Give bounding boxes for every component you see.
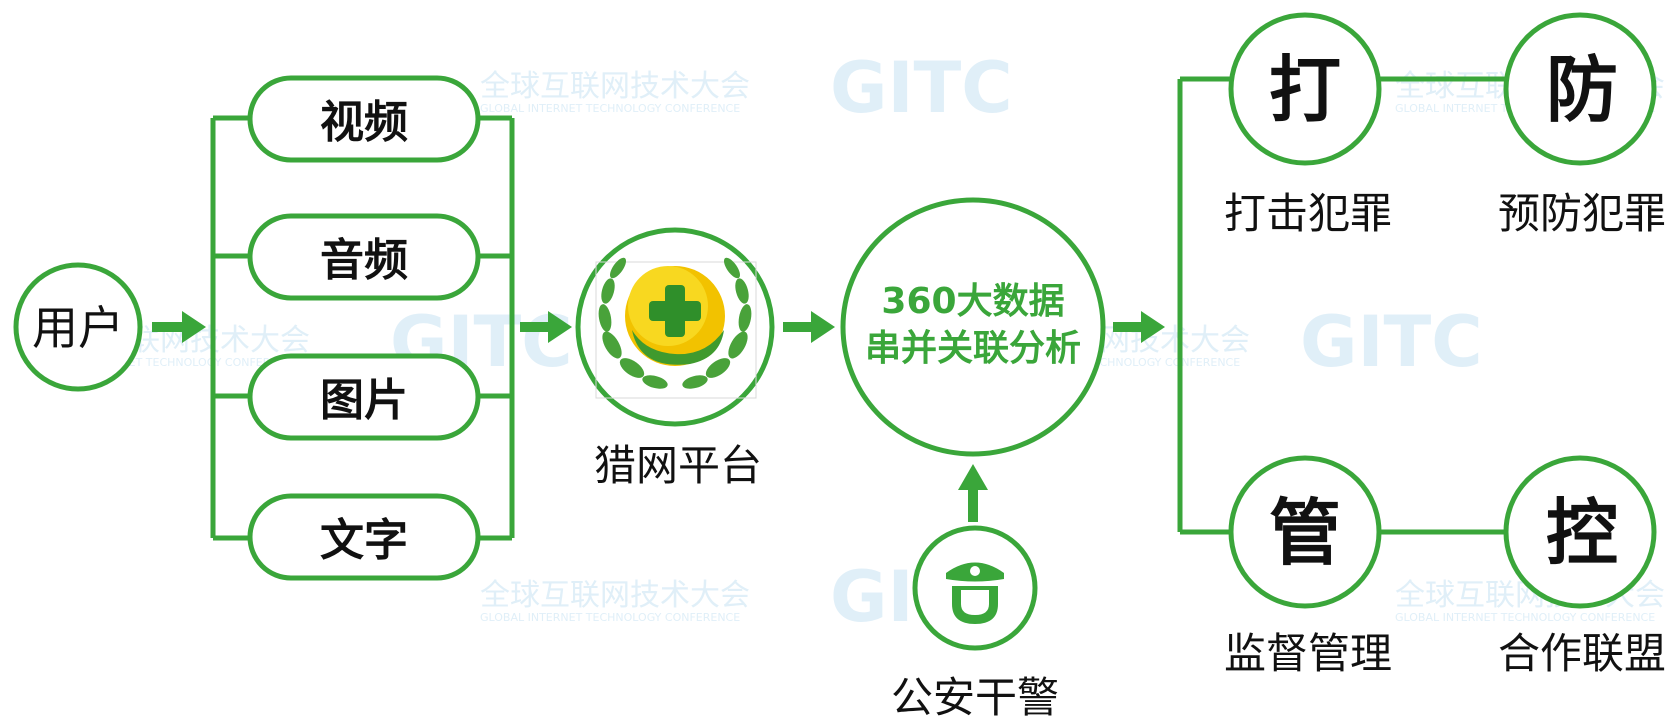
user-circle: [13, 262, 143, 392]
watermark-text: 全球互联网技术大会: [480, 578, 750, 613]
watermark-subtext: GLOBAL INTERNET TECHNOLOGY CONFERENCE: [480, 611, 740, 624]
platform-node: 猎网平台: [575, 227, 775, 490]
analysis-title: 360大数据: [881, 281, 1064, 322]
media-pill: 音频: [247, 213, 481, 301]
analysis-subtitle: 串并关联分析: [865, 328, 1081, 369]
user-label: 用户: [32, 301, 124, 355]
action-node-prevent: 防 预防犯罪: [1498, 12, 1666, 238]
media-pill: 文字: [247, 493, 481, 581]
platform-label: 猎网平台: [594, 441, 762, 490]
user-node: 用户: [13, 262, 143, 392]
media-bracket: [210, 115, 515, 541]
actions-bracket: [1177, 76, 1507, 535]
media-pill: 视频: [247, 75, 481, 163]
action-char: 打: [1269, 48, 1341, 132]
arrow-police-to-analysis: [958, 464, 988, 522]
watermark-subtext: GLOBAL INTERNET TECHNOLOGY CONFERENCE: [1395, 611, 1655, 624]
police-officer-icon: [946, 562, 1004, 624]
action-label: 打击犯罪: [1224, 189, 1392, 238]
arrow-platform-to-analysis: [783, 311, 835, 343]
media-image-label: 图片: [320, 375, 408, 426]
watermark-text: 全球互联网技术大会: [480, 69, 750, 104]
media-video-label: 视频: [320, 97, 408, 148]
action-label: 监督管理: [1224, 629, 1392, 678]
watermark-logo: GITC: [1300, 301, 1483, 383]
media-pill: 图片: [247, 353, 481, 441]
action-node-strike: 打 打击犯罪: [1224, 12, 1392, 238]
arrow-user-to-media: [152, 311, 206, 343]
action-label: 合作联盟: [1498, 629, 1666, 678]
action-char: 管: [1269, 491, 1341, 575]
analysis-circle: [840, 197, 1106, 457]
arrow-analysis-to-actions: [1113, 311, 1165, 343]
action-node-control: 控 合作联盟: [1498, 455, 1666, 678]
watermark-subtext: GLOBAL INTERNET TECHNOLOGY CONFERENCE: [480, 102, 740, 115]
police-node: 公安干警: [891, 525, 1059, 722]
police-label: 公安干警: [891, 673, 1059, 722]
arrow-media-to-platform: [520, 311, 572, 343]
action-char: 控: [1546, 491, 1618, 575]
360-laurel-plus-logo: [595, 257, 757, 399]
media-text-label: 文字: [320, 515, 408, 566]
analysis-node: 360大数据 串并关联分析: [840, 197, 1106, 457]
media-audio-label: 音频: [320, 235, 408, 286]
action-char: 防: [1546, 48, 1618, 132]
watermark-logo: GITC: [830, 47, 1013, 129]
action-label: 预防犯罪: [1498, 189, 1666, 238]
action-node-manage: 管 监督管理: [1224, 455, 1392, 678]
